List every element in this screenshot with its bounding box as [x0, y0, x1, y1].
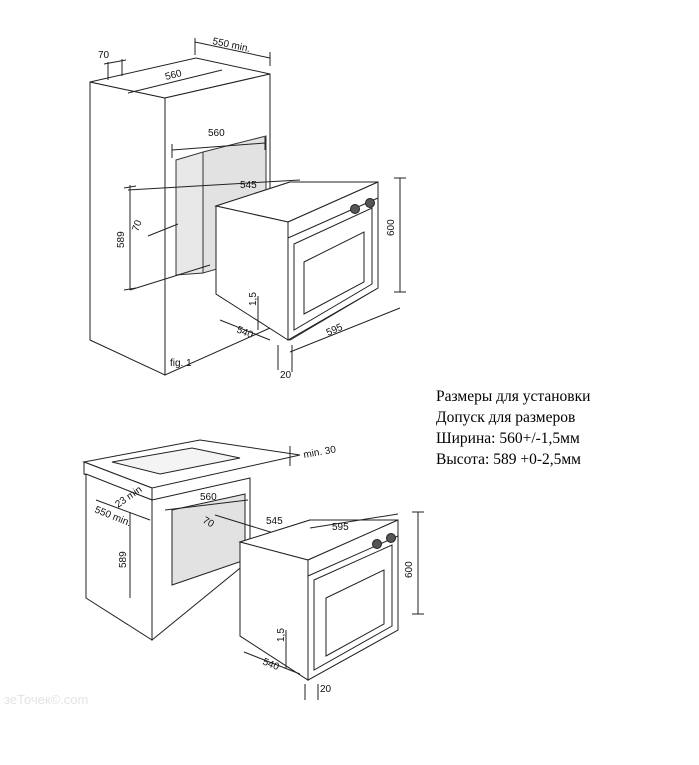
watermark: зеТочек©.com: [4, 692, 89, 707]
notes-line-3: Ширина: 560+/-1,5мм: [436, 430, 580, 447]
fig2-dim-600: 600: [404, 561, 415, 578]
fig1-dim-595: 595: [325, 322, 345, 339]
fig2-dim-1-5: 1,5: [276, 628, 287, 642]
fig2-dim-70: 70: [201, 515, 217, 530]
fig2-cabinet: [82, 439, 301, 642]
fig2-oven: [238, 511, 424, 700]
fig1-dim-20: 20: [280, 370, 292, 381]
fig1-dim-550min: 550 min.: [211, 36, 251, 55]
fig1-dim-70b: 70: [130, 218, 144, 233]
notes-line-2: Допуск для размеров: [436, 409, 576, 426]
notes-line-1: Размеры для установки: [436, 388, 591, 405]
fig1-dim-1-5: 1,5: [248, 292, 259, 306]
fig1-dim-600: 600: [386, 219, 397, 236]
fig2-dim-589: 589: [118, 551, 129, 568]
notes-line-4: Высота: 589 +0-2,5мм: [436, 451, 581, 468]
fig1-label: fig. 1: [170, 358, 192, 369]
fig1-dim-560-top: 560: [164, 68, 183, 83]
fig1-dim-560-mid: 560: [208, 128, 225, 139]
fig2-dim-545: 545: [266, 516, 283, 527]
fig1-dim-70: 70: [98, 50, 110, 61]
fig1-dim-545: 545: [240, 180, 257, 191]
fig2-dim-20: 20: [320, 684, 332, 695]
fig1-dim-589: 589: [116, 231, 127, 248]
fig2-dim-560: 560: [200, 492, 217, 503]
fig1-oven: [214, 177, 406, 372]
installation-notes: Размеры для установки Допуск для размеро…: [436, 386, 686, 470]
fig2-dim-min30: min. 30: [303, 444, 338, 461]
fig2-dim-595: 595: [332, 522, 349, 533]
